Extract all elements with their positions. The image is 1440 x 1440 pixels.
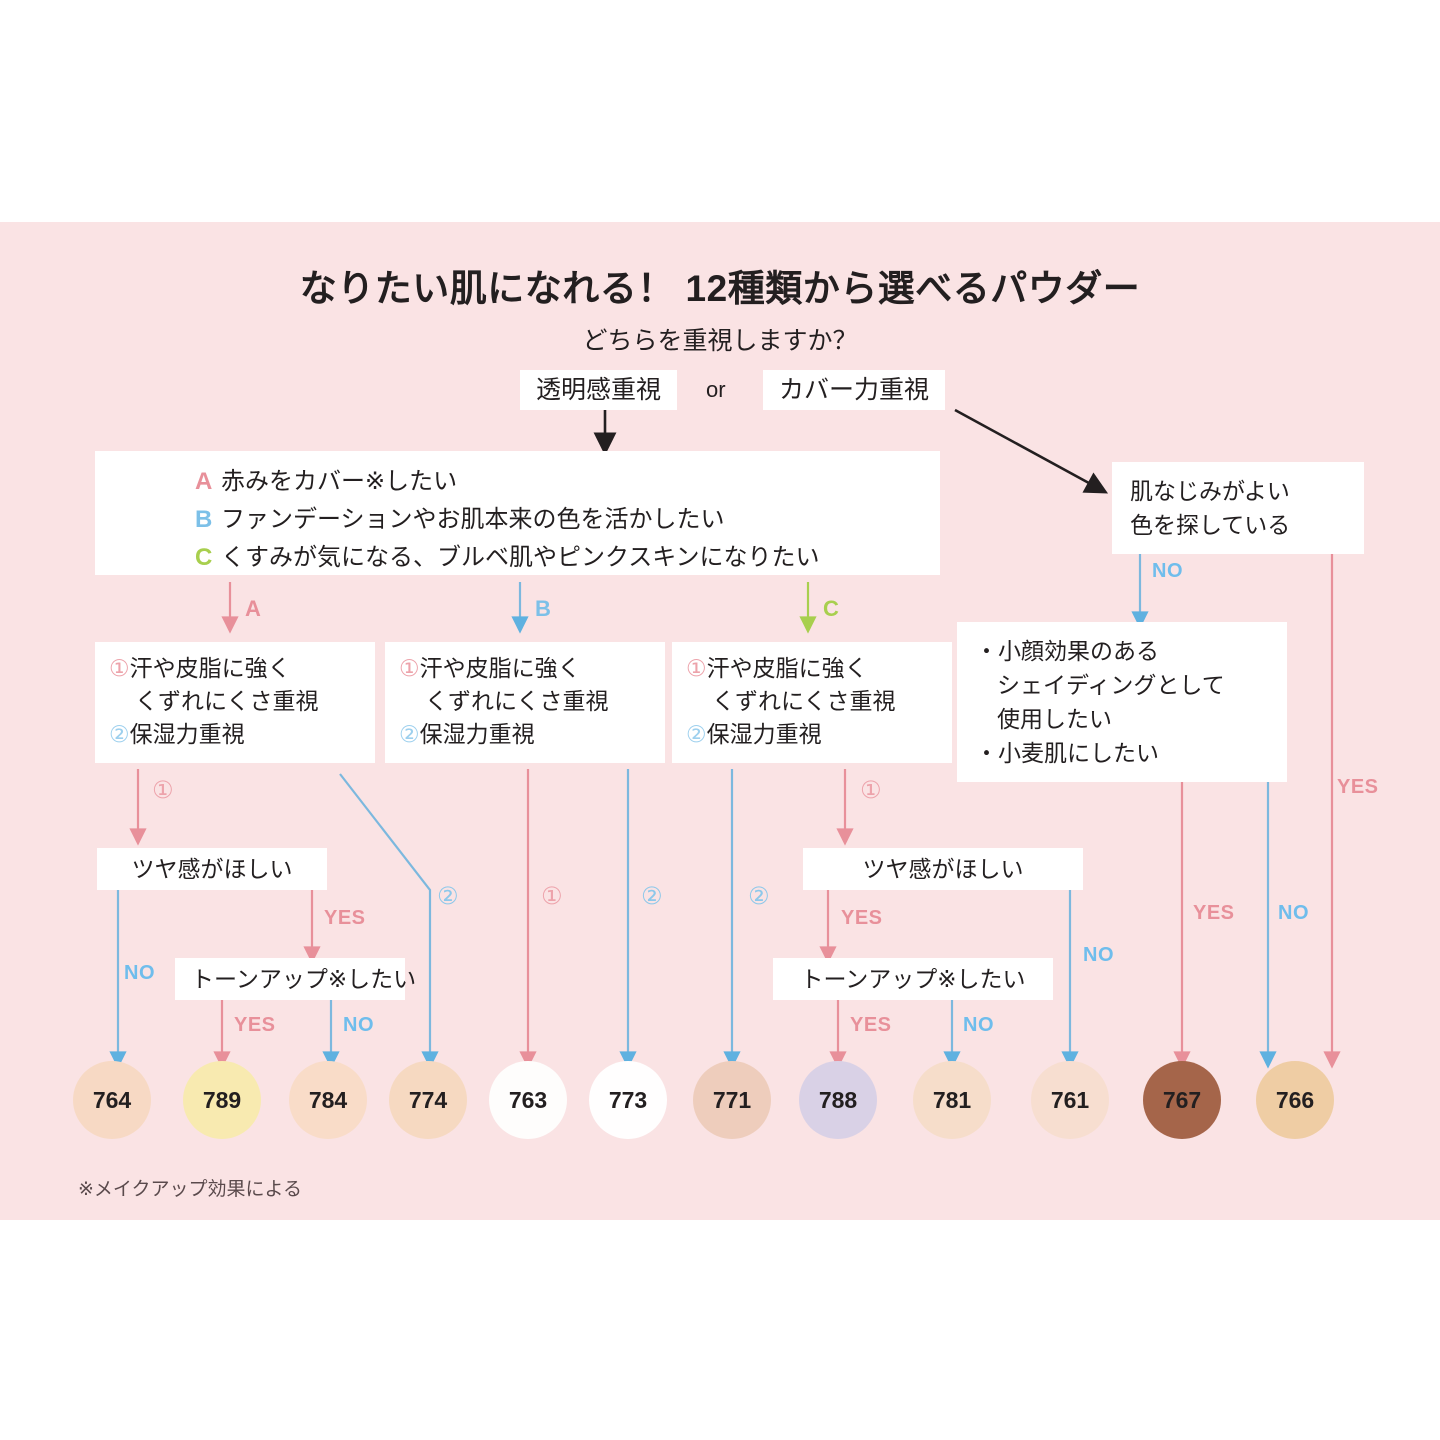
edge-label-b-one: ① xyxy=(541,883,563,910)
box-toneup-a[interactable]: トーンアップ※したい xyxy=(175,958,416,1000)
swatch-764[interactable]: 764 xyxy=(73,1061,151,1139)
footnote: ※メイクアップ効果による xyxy=(78,1179,302,1200)
q-a-num2: ② xyxy=(109,721,130,747)
edge-label-shading-no: NO xyxy=(1278,902,1309,924)
shading-line2: シェイディングとして xyxy=(997,672,1225,698)
swatch-code: 789 xyxy=(202,1086,242,1113)
abc-letter-b: B xyxy=(195,506,213,533)
edge-label-gloss-c-yes: YES xyxy=(841,907,883,929)
skin-match-line1: 肌なじみがよい xyxy=(1130,478,1290,504)
swatch-code: 788 xyxy=(818,1086,858,1113)
swatch-code: 774 xyxy=(408,1086,448,1113)
swatch-code: 764 xyxy=(92,1086,132,1113)
shading-line3: 使用したい xyxy=(997,706,1112,732)
q-a-line1: 汗や皮脂に強く xyxy=(129,655,291,681)
skin-match-line2: 色を探している xyxy=(1130,512,1291,538)
swatch-763[interactable]: 763 xyxy=(489,1061,567,1139)
q-b-line3: 保湿力重視 xyxy=(419,721,535,747)
swatch-code: 781 xyxy=(932,1086,972,1113)
q-a-line2: くずれにくさ重視 xyxy=(135,688,319,714)
choice-transparency[interactable]: 透明感重視 xyxy=(520,370,678,410)
abc-text-b: ファンデーションやお肌本来の色を活かしたい xyxy=(221,506,725,533)
box-toneup-c[interactable]: トーンアップ※したい xyxy=(773,958,1053,1000)
branch-label-b: B xyxy=(535,596,551,621)
swatch-771[interactable]: 771 xyxy=(693,1061,771,1139)
swatch-773[interactable]: 773 xyxy=(589,1061,667,1139)
q-b-num2: ② xyxy=(399,721,420,747)
swatch-789[interactable]: 789 xyxy=(183,1061,261,1139)
q-c-line3: 保湿力重視 xyxy=(706,721,822,747)
swatch-784[interactable]: 784 xyxy=(289,1061,367,1139)
swatch-781[interactable]: 781 xyxy=(913,1061,991,1139)
edge-label-toneup-a-yes: YES xyxy=(234,1014,276,1036)
abc-letter-c: C xyxy=(195,544,213,571)
swatch-767[interactable]: 767 xyxy=(1143,1061,1221,1139)
q-a-line3: 保湿力重視 xyxy=(129,721,245,747)
swatch-788[interactable]: 788 xyxy=(799,1061,877,1139)
q-c-line2: くずれにくさ重視 xyxy=(712,688,896,714)
shading-line1: ・小顔効果のある xyxy=(975,638,1159,664)
q-b-line1: 汗や皮脂に強く xyxy=(419,655,581,681)
abc-option-c[interactable]: C くすみが気になる、ブルベ肌やピンクスキンになりたい xyxy=(95,539,940,577)
swatch-code: 784 xyxy=(308,1086,348,1113)
edge-label-a-two: ② xyxy=(437,883,459,910)
swatch-766[interactable]: 766 xyxy=(1256,1061,1334,1139)
abc-letter-a: A xyxy=(195,468,213,495)
q-box-c[interactable]: ①汗や皮脂に強く くずれにくさ重視 ②保湿力重視 xyxy=(672,642,952,763)
page-title: なりたい肌になれる！ 12種類から選べるパウダー xyxy=(299,268,1141,309)
abc-text-a: 赤みをカバー※したい xyxy=(221,468,458,495)
branch-label-a: A xyxy=(245,596,261,621)
box-gloss-a[interactable]: ツヤ感がほしい xyxy=(97,848,327,890)
edge-label-c-two: ② xyxy=(748,883,770,910)
swatch-code: 773 xyxy=(608,1086,648,1113)
q-box-b[interactable]: ①汗や皮脂に強く くずれにくさ重視 ②保湿力重視 xyxy=(385,642,665,763)
swatch-code: 763 xyxy=(508,1086,548,1113)
or-separator: or xyxy=(706,377,726,402)
choice-coverage[interactable]: カバー力重視 xyxy=(763,370,946,410)
edge-label-b-two: ② xyxy=(641,883,663,910)
branch-label-c: C xyxy=(823,596,839,621)
swatch-code: 767 xyxy=(1162,1086,1202,1113)
abc-options-box: A 赤みをカバー※したい B ファンデーションやお肌本来の色を活かしたい C くすみが… xyxy=(95,451,940,575)
infographic-canvas: なりたい肌になれる！ 12種類から選べるパウダー どちらを重視しますか？ 透明感… xyxy=(0,222,1440,1220)
q-c-num2: ② xyxy=(686,721,707,747)
abc-option-b[interactable]: B ファンデーションやお肌本来の色を活かしたい xyxy=(95,501,940,539)
q-b-num1: ① xyxy=(399,655,420,681)
edge-label-skin-match-no: NO xyxy=(1152,560,1183,582)
box-skin-match[interactable]: 肌なじみがよい 色を探している xyxy=(1112,462,1364,554)
edge-label-gloss-c-no: NO xyxy=(1083,944,1114,966)
page-subtitle: どちらを重視しますか？ xyxy=(582,327,858,355)
abc-option-a[interactable]: A 赤みをカバー※したい xyxy=(95,463,940,501)
edge-label-a-one: ① xyxy=(152,777,174,804)
swatch-code: 766 xyxy=(1275,1086,1315,1113)
edge-label-toneup-a-no: NO xyxy=(343,1014,374,1036)
q-b-line2: くずれにくさ重視 xyxy=(425,688,609,714)
swatch-761[interactable]: 761 xyxy=(1031,1061,1109,1139)
edge-label-shading-yes: YES xyxy=(1193,902,1235,924)
q-c-num1: ① xyxy=(686,655,707,681)
edge-label-skin-match-yes: YES xyxy=(1337,776,1379,798)
edge-label-c-one: ① xyxy=(860,777,882,804)
edge-label-toneup-c-no: NO xyxy=(963,1014,994,1036)
edge-label-gloss-a-yes: YES xyxy=(324,907,366,929)
abc-text-c: くすみが気になる、ブルベ肌やピンクスキンになりたい xyxy=(221,544,820,571)
box-shading[interactable]: ・小顔効果のある シェイディングとして 使用したい ・小麦肌にしたい xyxy=(957,622,1287,782)
shading-line4: ・小麦肌にしたい xyxy=(975,740,1159,766)
q-c-line1: 汗や皮脂に強く xyxy=(706,655,868,681)
q-box-a[interactable]: ①汗や皮脂に強く くずれにくさ重視 ②保湿力重視 xyxy=(95,642,375,763)
swatch-code: 761 xyxy=(1050,1086,1090,1113)
edge-label-gloss-a-no: NO xyxy=(124,962,155,984)
edge-label-toneup-c-yes: YES xyxy=(850,1014,892,1036)
box-gloss-c[interactable]: ツヤ感がほしい xyxy=(803,848,1083,890)
swatch-code: 771 xyxy=(712,1086,752,1113)
swatch-774[interactable]: 774 xyxy=(389,1061,467,1139)
q-a-num1: ① xyxy=(109,655,130,681)
